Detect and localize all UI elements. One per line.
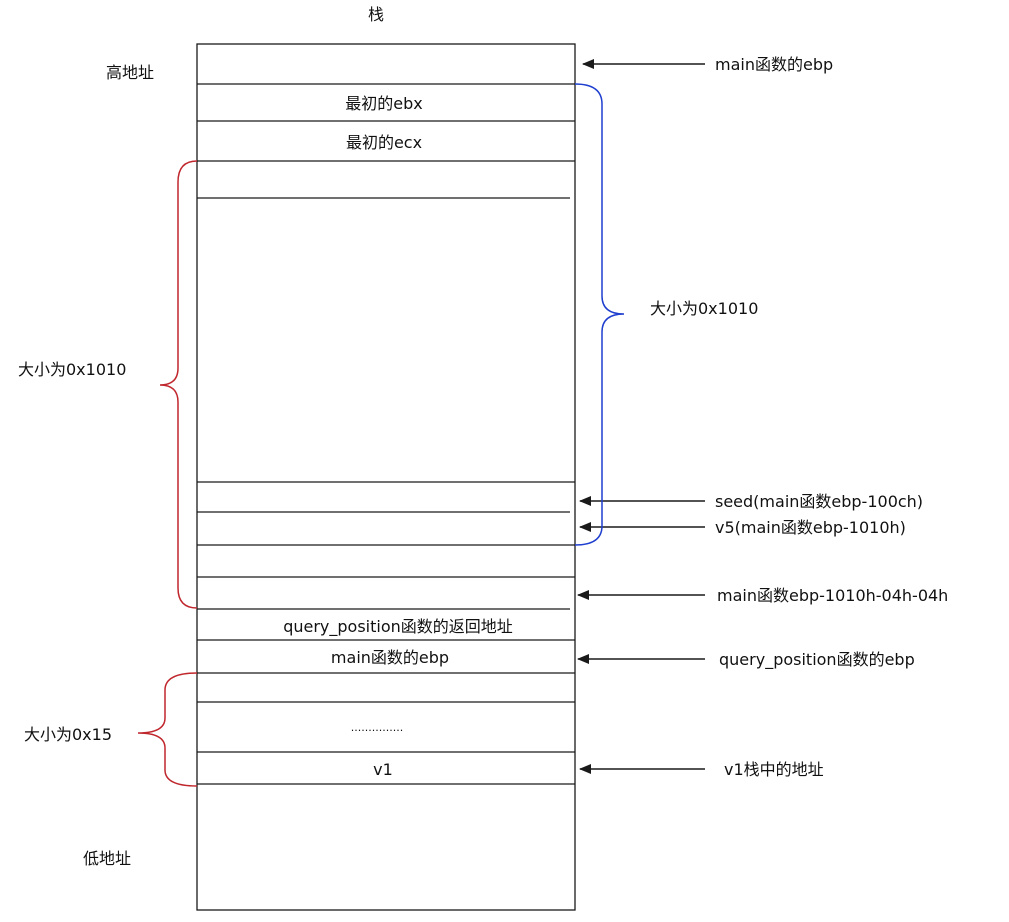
cell-ellipsis: ............... — [351, 721, 403, 734]
pointer-main-ebp-offset: main函数ebp-1010h-04h-04h — [717, 586, 948, 605]
low-address-label: 低地址 — [83, 849, 131, 868]
cell-initial-ecx: 最初的ecx — [346, 133, 422, 152]
brace-right-blue-label: 大小为0x1010 — [650, 299, 758, 318]
pointer-v1-address: v1栈中的地址 — [724, 760, 824, 779]
diagram-title: 栈 — [368, 5, 384, 24]
pointer-main-ebp: main函数的ebp — [715, 55, 833, 74]
pointer-v5: v5(main函数ebp-1010h) — [715, 518, 906, 537]
cell-initial-ebx: 最初的ebx — [345, 94, 422, 113]
brace-left-red-bottom — [137, 672, 198, 787]
cell-v1: v1 — [373, 760, 393, 779]
high-address-label: 高地址 — [106, 63, 154, 82]
brace-left-red-bottom-label: 大小为0x15 — [24, 725, 112, 744]
brace-right-blue — [574, 83, 625, 546]
pointer-arrows — [577, 59, 705, 774]
cell-query-return-address: query_position函数的返回地址 — [283, 617, 513, 637]
brace-left-red-top-label: 大小为0x1010 — [18, 360, 126, 379]
pointer-query-ebp: query_position函数的ebp — [719, 650, 915, 670]
stack-box — [196, 43, 576, 911]
brace-left-red-top — [159, 160, 198, 609]
stack-dividers — [197, 83, 575, 785]
pointer-seed: seed(main函数ebp-100ch) — [715, 492, 923, 511]
cell-main-ebp: main函数的ebp — [331, 648, 449, 667]
